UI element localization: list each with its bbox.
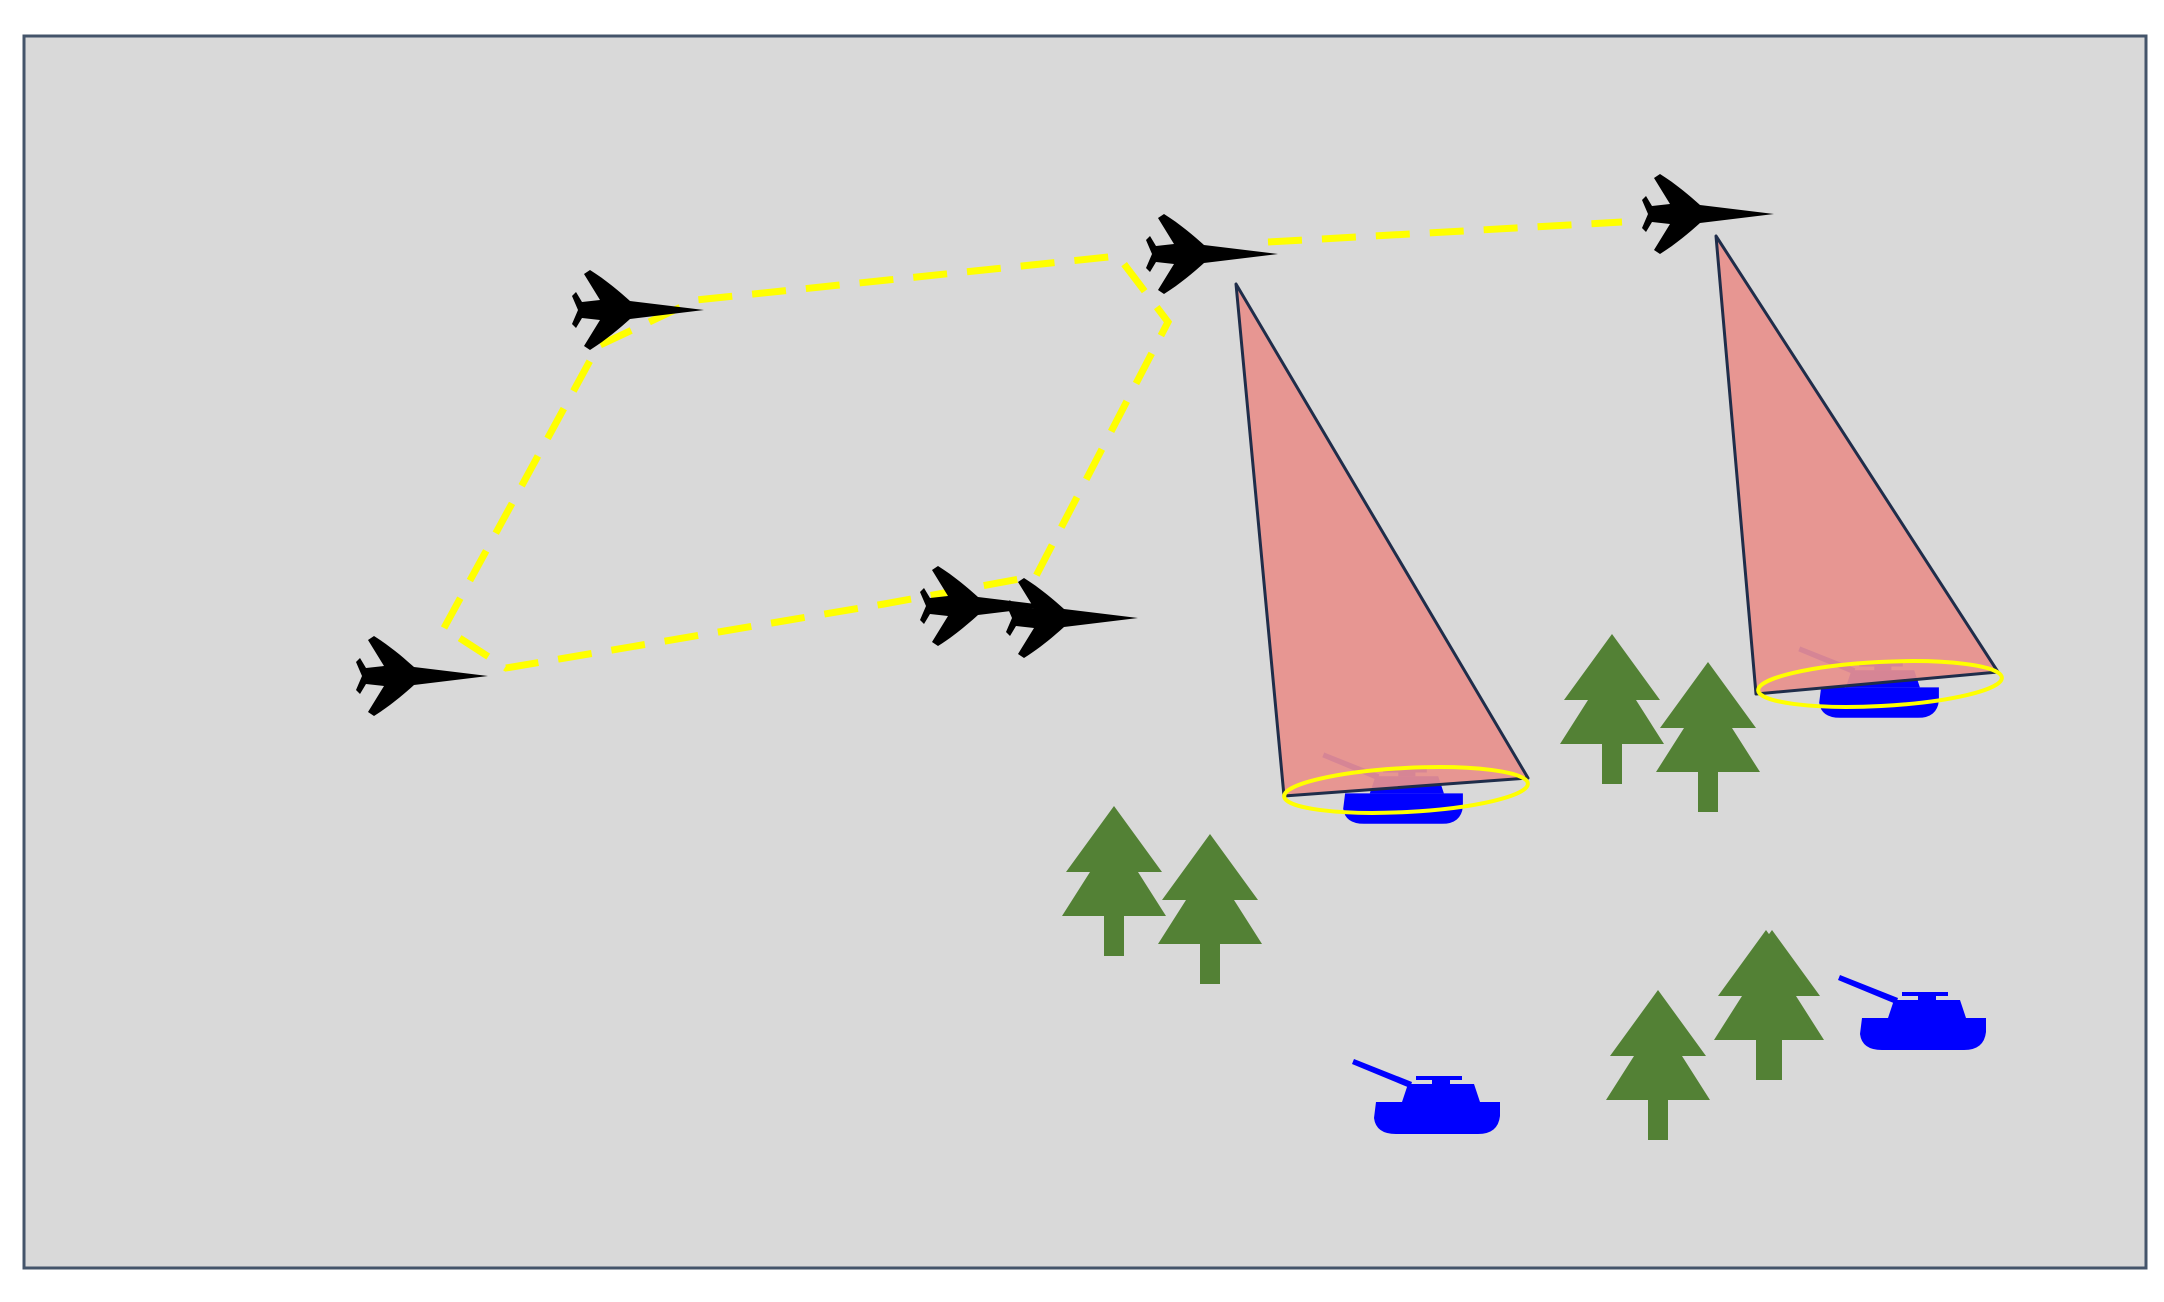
flight-path-loop	[440, 252, 1173, 672]
sensor-footprint-ring	[1282, 765, 1530, 815]
sensor-cone	[1234, 282, 1530, 798]
sensor-footprint-ring	[1756, 659, 2004, 709]
sensor-cone	[1714, 234, 2000, 696]
flight-path-outbound	[1267, 218, 1623, 246]
